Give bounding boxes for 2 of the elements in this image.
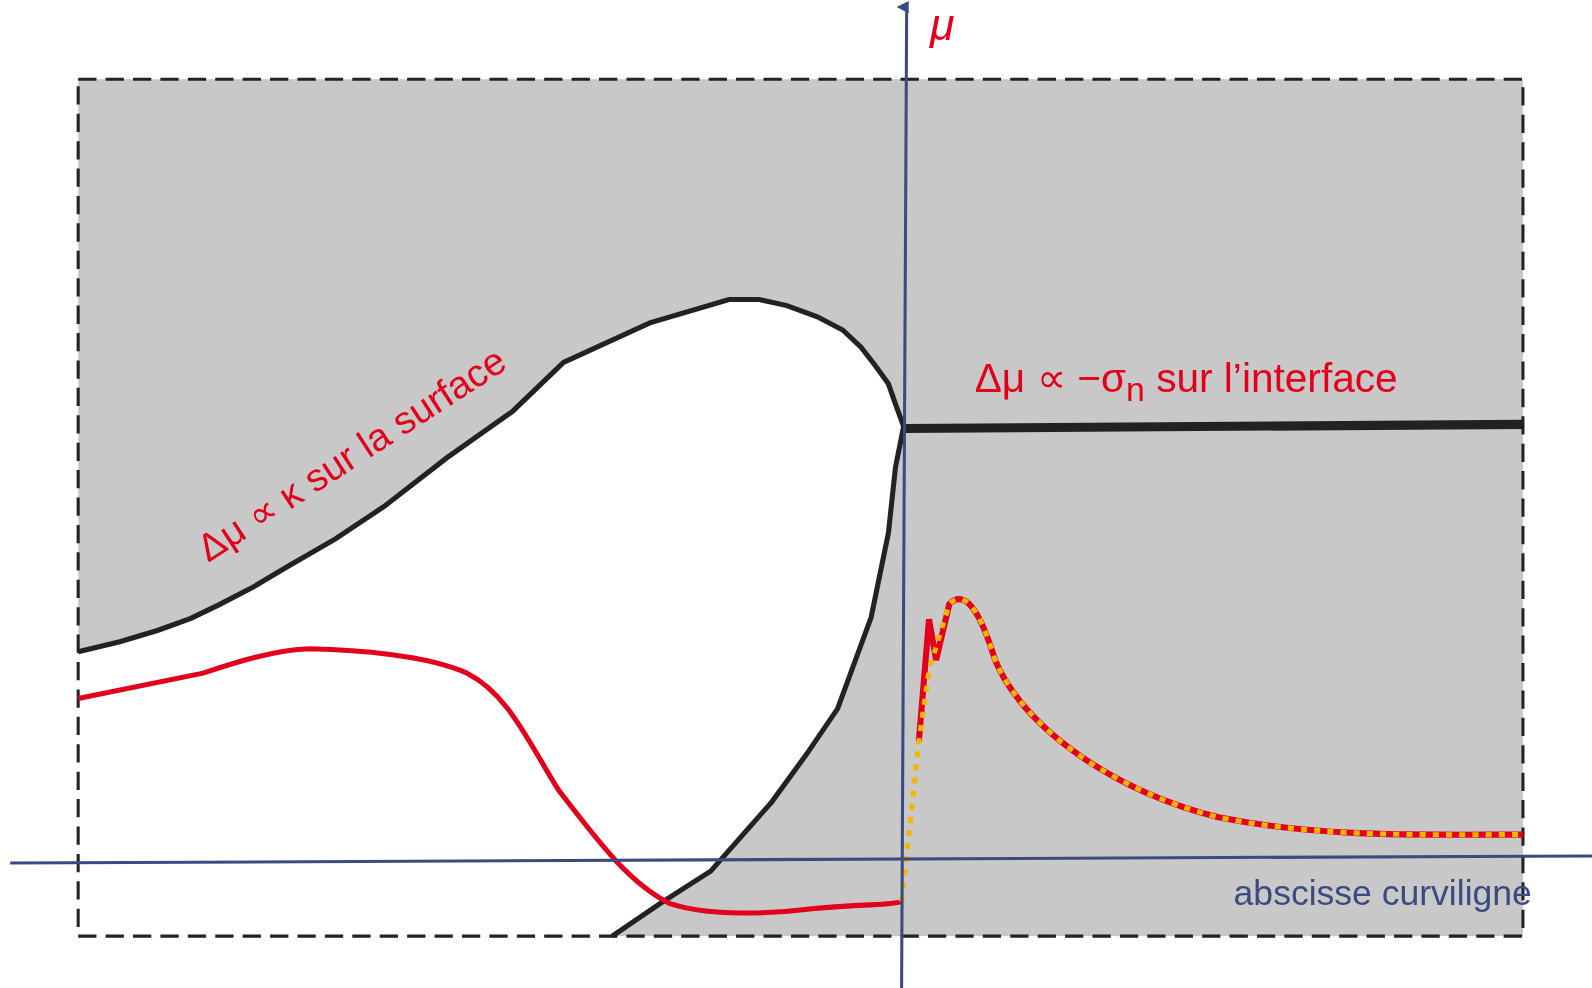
- axis-label: μ: [930, 0, 955, 50]
- curve-annotation: Δμ ∝ −σ$_{n}$ sur l’interface: [974, 355, 1398, 409]
